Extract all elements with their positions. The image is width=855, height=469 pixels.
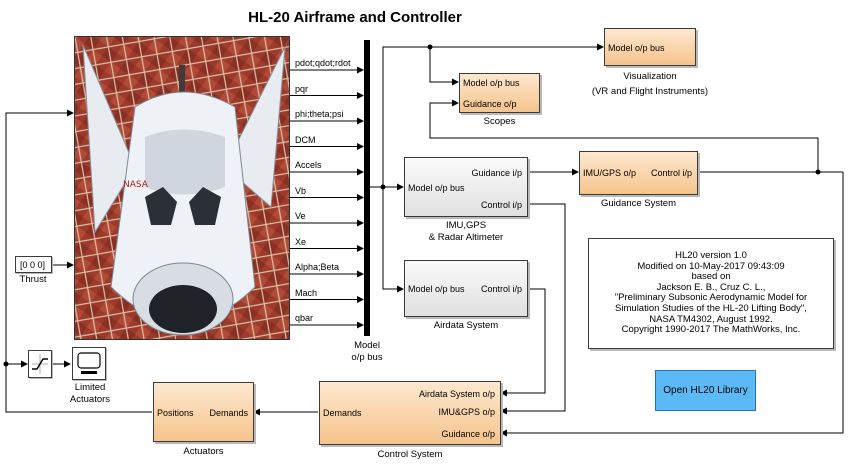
bus-caption-line2: o/p bus xyxy=(351,352,383,363)
note-line: Simulation Studies of the HL-20 Lifting … xyxy=(615,302,807,314)
scopes-port-model: Model o/p bus xyxy=(463,78,520,88)
airdata-input-port: Model o/p bus xyxy=(408,284,465,294)
scope-icon xyxy=(77,352,101,374)
bus-caption-line1: Model xyxy=(354,340,380,351)
limited-caption-line2: Actuators xyxy=(69,394,111,405)
scopes-block[interactable]: Model o/p bus Guidance o/p xyxy=(459,73,540,113)
actuators-output-port: Demands xyxy=(209,408,248,418)
guidance-output-port: Control i/p xyxy=(650,168,692,178)
guidance-system-block[interactable]: IMU/GPS o/p Control i/p xyxy=(579,151,698,195)
airframe-output-label: Alpha;Beta xyxy=(295,262,340,272)
thrust-value: [0 0 0] xyxy=(20,260,46,270)
imu-output-guidance: Guidance i/p xyxy=(471,168,522,178)
actuators-caption: Actuators xyxy=(183,446,224,457)
actuators-input-port: Positions xyxy=(157,408,194,418)
limited-caption: Limited Actuators xyxy=(60,382,120,406)
airframe-output-label: Mach xyxy=(295,287,318,298)
airdata-output-port: Control i/p xyxy=(480,284,522,294)
control-system-block[interactable]: Demands Airdata System o/p IMU&GPS o/p G… xyxy=(319,381,501,445)
visualization-caption: Visualization xyxy=(580,71,720,83)
svg-text:NASA: NASA xyxy=(123,180,149,190)
model-info-note: HL20 version 1.0 Modified on 10-May-2017… xyxy=(588,238,834,349)
note-line: NASA TM4302, August 1992. xyxy=(649,313,773,325)
guidance-input-port: IMU/GPS o/p xyxy=(583,168,637,178)
open-hl20-library-button[interactable]: Open HL20 Library xyxy=(655,370,756,411)
airdata-system-block[interactable]: Model o/p bus Control i/p xyxy=(404,260,528,317)
visualization-input-port: Model o/p bus xyxy=(608,43,665,53)
thrust-caption: Thrust xyxy=(19,274,47,285)
imu-output-control: Control i/p xyxy=(480,200,522,210)
airframe-output-label: Xe xyxy=(295,236,307,247)
airframe-output-label: DCM xyxy=(295,134,316,145)
bus-creator[interactable] xyxy=(364,40,370,336)
scopes-port-guidance: Guidance o/p xyxy=(463,99,517,109)
actuators-block[interactable]: Positions Demands xyxy=(153,382,254,442)
control-caption: Control System xyxy=(377,449,443,460)
visualization-caption-line1: Visualization xyxy=(623,71,677,82)
imu-input-port: Model o/p bus xyxy=(408,183,465,193)
saturation-block[interactable] xyxy=(28,350,52,378)
hl20-airframe-block[interactable]: NASA xyxy=(74,36,290,340)
airframe-output-label: phi;theta;psi xyxy=(295,109,344,119)
note-line: Jackson E. B., Cruz C. L., xyxy=(656,281,766,293)
control-output-port: Demands xyxy=(323,408,362,418)
imu-caption-line2: & Radar Altimeter xyxy=(428,232,504,243)
control-input-airdata: Airdata System o/p xyxy=(418,389,495,399)
visualization-subcaption: (VR and Flight Instruments) xyxy=(591,86,709,97)
saturation-icon xyxy=(32,354,48,374)
imu-caption: IMU,GPS & Radar Altimeter xyxy=(404,220,528,244)
imu-caption-line1: IMU,GPS xyxy=(445,220,487,231)
note-line: Modified on 10-May-2017 09:43:09 xyxy=(637,260,785,272)
airframe-output-label: Ve xyxy=(295,211,306,221)
limited-actuators-scope[interactable] xyxy=(72,347,106,380)
control-input-imu-gps: IMU&GPS o/p xyxy=(438,407,495,417)
thrust-constant-block[interactable]: [0 0 0] xyxy=(15,256,52,273)
note-line: "Preliminary Subsonic Aerodynamic Model … xyxy=(614,292,808,304)
note-line: Copyright 1990-2017 The MathWorks, Inc. xyxy=(621,324,801,336)
airdata-caption: Airdata System xyxy=(433,320,499,331)
imu-gps-block[interactable]: Model o/p bus Guidance i/p Control i/p xyxy=(404,157,528,217)
limited-caption-line1: Limited xyxy=(74,382,106,393)
hl20-vehicle-image: NASA xyxy=(75,37,289,339)
note-line: HL20 version 1.0 xyxy=(675,250,747,261)
airframe-output-label: pdot;qdot;rdot xyxy=(295,58,351,68)
scopes-caption: Scopes xyxy=(483,116,516,127)
diagram-title: HL-20 Airframe and Controller xyxy=(248,9,462,26)
note-line: based on xyxy=(691,271,731,283)
guidance-caption: Guidance System xyxy=(601,198,676,209)
bus-caption: Model o/p bus xyxy=(337,340,397,364)
airframe-output-label: qbar xyxy=(295,313,314,323)
visualization-block[interactable]: Model o/p bus xyxy=(604,28,696,66)
control-input-guidance: Guidance o/p xyxy=(441,429,495,439)
airframe-output-label: Vb xyxy=(295,185,307,196)
airframe-output-label: pqr xyxy=(295,83,309,94)
airframe-output-label: Accels xyxy=(295,160,322,170)
